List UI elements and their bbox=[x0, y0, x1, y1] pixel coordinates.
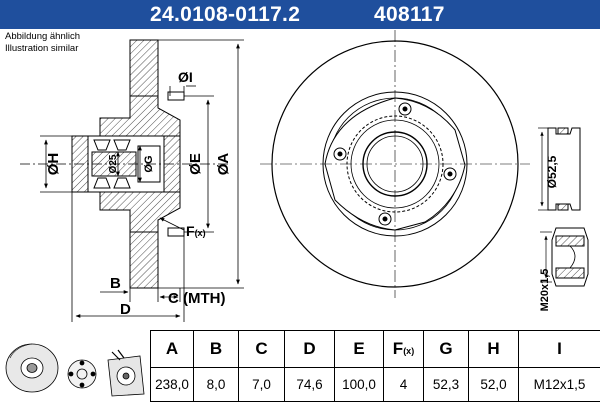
header-label: D bbox=[303, 339, 315, 358]
spec-header-a: A bbox=[151, 331, 194, 368]
spec-value-h: 52,0 bbox=[469, 368, 519, 402]
spec-header-e: E bbox=[335, 331, 384, 368]
specification-table: A B C D E F(x) G H I 238,0 8,0 7,0 74,6 … bbox=[150, 330, 600, 402]
label-b: B bbox=[110, 275, 121, 292]
spec-header-row: A B C D E F(x) G H I bbox=[151, 331, 600, 368]
label-c: C (MTH) bbox=[168, 290, 225, 307]
header-label: F bbox=[393, 339, 403, 358]
label-diameter-e: ØE bbox=[187, 153, 204, 175]
spec-header-c: C bbox=[239, 331, 285, 368]
header-sub: (x) bbox=[403, 346, 414, 356]
spec-header-f: F(x) bbox=[384, 331, 424, 368]
spec-value-a: 238,0 bbox=[151, 368, 194, 402]
header-label: A bbox=[166, 339, 178, 358]
header-label: I bbox=[557, 339, 562, 358]
spec-header-h: H bbox=[469, 331, 519, 368]
spec-value-e: 100,0 bbox=[335, 368, 384, 402]
label-inner-diameter: Ø25 bbox=[108, 154, 119, 173]
header-label: E bbox=[353, 339, 364, 358]
front-view bbox=[260, 30, 530, 298]
spec-header-g: G bbox=[424, 331, 469, 368]
bolt-pattern-icon bbox=[68, 360, 96, 388]
label-d: D bbox=[120, 301, 131, 318]
header-label: B bbox=[210, 339, 222, 358]
header-label: C bbox=[255, 339, 267, 358]
disc-mounting-icon bbox=[108, 350, 144, 396]
spec-value-f: 4 bbox=[384, 368, 424, 402]
header-label: G bbox=[439, 339, 452, 358]
thumbnail-icons bbox=[0, 330, 150, 400]
label-f: F(x) bbox=[186, 223, 206, 239]
header-label: H bbox=[487, 339, 499, 358]
spec-header-i: I bbox=[519, 331, 600, 368]
spec-value-i: M12x1,5 bbox=[519, 368, 600, 402]
brake-disc-icon bbox=[6, 344, 58, 392]
spec-value-c: 7,0 bbox=[239, 368, 285, 402]
label-diameter-h: ØH bbox=[45, 153, 62, 176]
label-diameter-i: ØI bbox=[178, 69, 193, 85]
spec-value-b: 8,0 bbox=[194, 368, 239, 402]
spec-header-d: D bbox=[285, 331, 335, 368]
spec-value-d: 74,6 bbox=[285, 368, 335, 402]
spec-value-row: 238,0 8,0 7,0 74,6 100,0 4 52,3 52,0 M12… bbox=[151, 368, 600, 402]
label-nut-thread: M20x1,5 bbox=[539, 269, 551, 312]
technical-drawing: ØA ØE ØG Ø25 ØH ØI F(x) B C (MTH) D Ø52, bbox=[0, 0, 600, 330]
label-diameter-g: ØG bbox=[143, 155, 155, 172]
spec-header-b: B bbox=[194, 331, 239, 368]
label-diameter-a: ØA bbox=[215, 153, 232, 176]
label-bearing-diameter: Ø52,5 bbox=[545, 155, 559, 188]
label-f-sub: (x) bbox=[195, 228, 206, 238]
spec-value-g: 52,3 bbox=[424, 368, 469, 402]
